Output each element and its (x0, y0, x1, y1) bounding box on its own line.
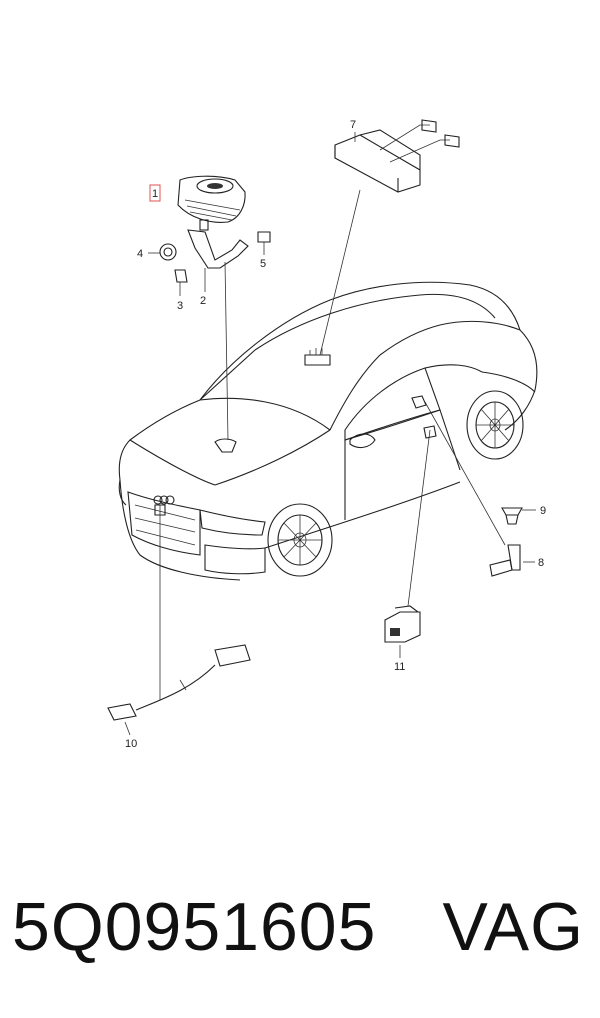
part-4-nut (148, 243, 177, 261)
part-7-control-unit (334, 119, 460, 193)
callout-1: 1 (149, 184, 161, 202)
part-11-sensor (384, 605, 421, 643)
part-1-alarm-horn (177, 175, 246, 231)
brand-label: VAG (442, 889, 584, 965)
callout-10: 10 (125, 738, 137, 750)
part-number-label: 5Q0951605 (12, 889, 377, 965)
callout-4: 4 (137, 248, 143, 260)
part-3-clip (174, 269, 188, 296)
part-10-wiring-harness (107, 644, 251, 721)
callout-11: 11 (394, 661, 405, 673)
svg-text:1: 1 (152, 188, 158, 200)
part-8-door-switch (489, 544, 521, 577)
part-5-bolt (257, 231, 271, 255)
callout-5: 5 (260, 258, 266, 270)
callout-8: 8 (538, 557, 544, 569)
part-2-bracket (187, 229, 249, 292)
part-9-grommet (501, 507, 523, 525)
parts-diagram: 1 2 3 4 5 7 8 9 10 11 (107, 119, 546, 750)
callout-7: 7 (350, 119, 356, 131)
car-illustration (118, 281, 538, 581)
callout-3: 3 (177, 300, 183, 312)
callout-9: 9 (540, 505, 546, 517)
callout-2: 2 (200, 295, 206, 307)
audi-rings-icon (153, 495, 175, 505)
